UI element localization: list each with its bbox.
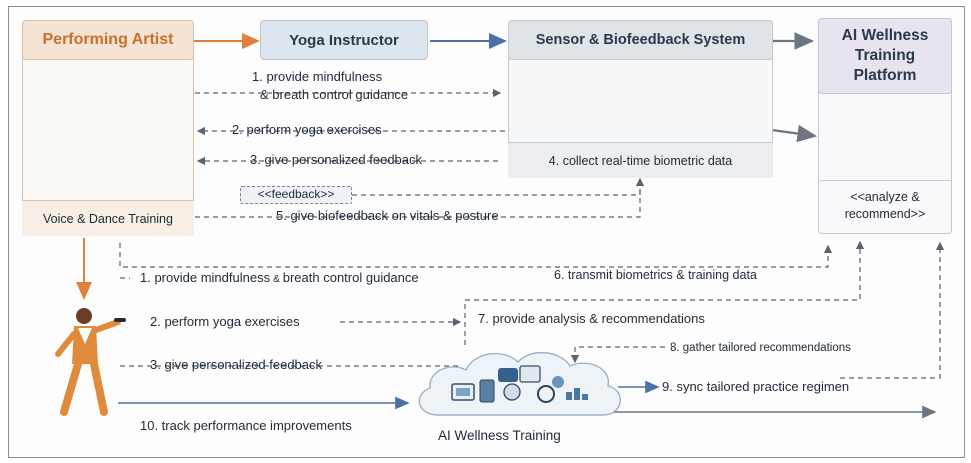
msg6-line bbox=[119, 243, 833, 268]
feedback-tag-label: <<feedback>> bbox=[257, 187, 335, 201]
analyze-box bbox=[818, 180, 952, 234]
msg-platform-right bbox=[840, 241, 945, 379]
msg1-bottom: 1. provide mindfulness&breath control gu… bbox=[140, 270, 419, 285]
singer-figure-bottom bbox=[55, 308, 126, 416]
voice-dance-box: Voice & Dance Training bbox=[22, 200, 194, 236]
msg8: 8. gather tailored recommendations bbox=[670, 342, 851, 354]
msg1-top-line2: & breath control guidance bbox=[260, 87, 409, 102]
msg6: 6. transmit biometrics & training data bbox=[552, 268, 759, 282]
msg1-bottom-tail: breath control guidance bbox=[282, 270, 419, 285]
cloud-label: AI Wellness Training bbox=[438, 428, 561, 443]
feedback-tag bbox=[240, 186, 352, 204]
collect-data-label: 4. collect real-time biometric data bbox=[548, 153, 733, 168]
msg1-top-line1: 1. provide mindfulness bbox=[252, 69, 383, 84]
performing-artist-title: Performing Artist bbox=[42, 31, 174, 48]
msg8-line bbox=[570, 346, 665, 364]
msg3-bottom: 3. give personalized feedback bbox=[150, 357, 323, 372]
msg1-bottom-amp: & bbox=[273, 274, 280, 285]
yoga-instructor-title: Yoga Instructor bbox=[289, 31, 399, 49]
sensor-system-title: Sensor & Biofeedback System bbox=[535, 32, 746, 48]
msg10: 10. track performance improvements bbox=[140, 418, 352, 433]
msg2-bottom: 2. perform yoga exercises bbox=[150, 314, 300, 329]
ai-platform-header: AI Wellness Training Platform bbox=[818, 18, 952, 94]
msg2-top: 2. perform yoga exercises bbox=[232, 122, 382, 137]
voice-dance-label: Voice & Dance Training bbox=[43, 211, 173, 226]
yoga-instructor-header: Yoga Instructor bbox=[260, 20, 428, 60]
sensor-system-header: Sensor & Biofeedback System bbox=[508, 20, 773, 60]
msg7-line bbox=[464, 240, 865, 345]
feedback-path bbox=[352, 177, 645, 196]
msg5-top-line bbox=[195, 183, 641, 218]
performing-artist-header: Performing Artist bbox=[22, 20, 194, 60]
ai-platform-title: AI Wellness Training Platform bbox=[841, 27, 929, 84]
msg9: 9. sync tailored practice regimen bbox=[662, 379, 850, 394]
analyze-line1: <<analyze & bbox=[850, 190, 920, 204]
analyze-line2: recommend>> bbox=[844, 207, 926, 221]
ai-wellness-cloud bbox=[418, 351, 621, 416]
msg3-top: 3. give personalized feedback bbox=[250, 152, 423, 167]
msg7: 7. provide analysis & recommendations bbox=[478, 311, 705, 326]
cloud-icons bbox=[451, 365, 588, 403]
collect-data-box: 4. collect real-time biometric data bbox=[508, 142, 773, 178]
msg1-bottom-text: 1. provide mindfulness bbox=[140, 270, 271, 285]
arrow-sensor-to-platform-lower bbox=[771, 124, 818, 143]
msg5-top: 5. give biofeedback on vitals & posture bbox=[276, 208, 499, 223]
